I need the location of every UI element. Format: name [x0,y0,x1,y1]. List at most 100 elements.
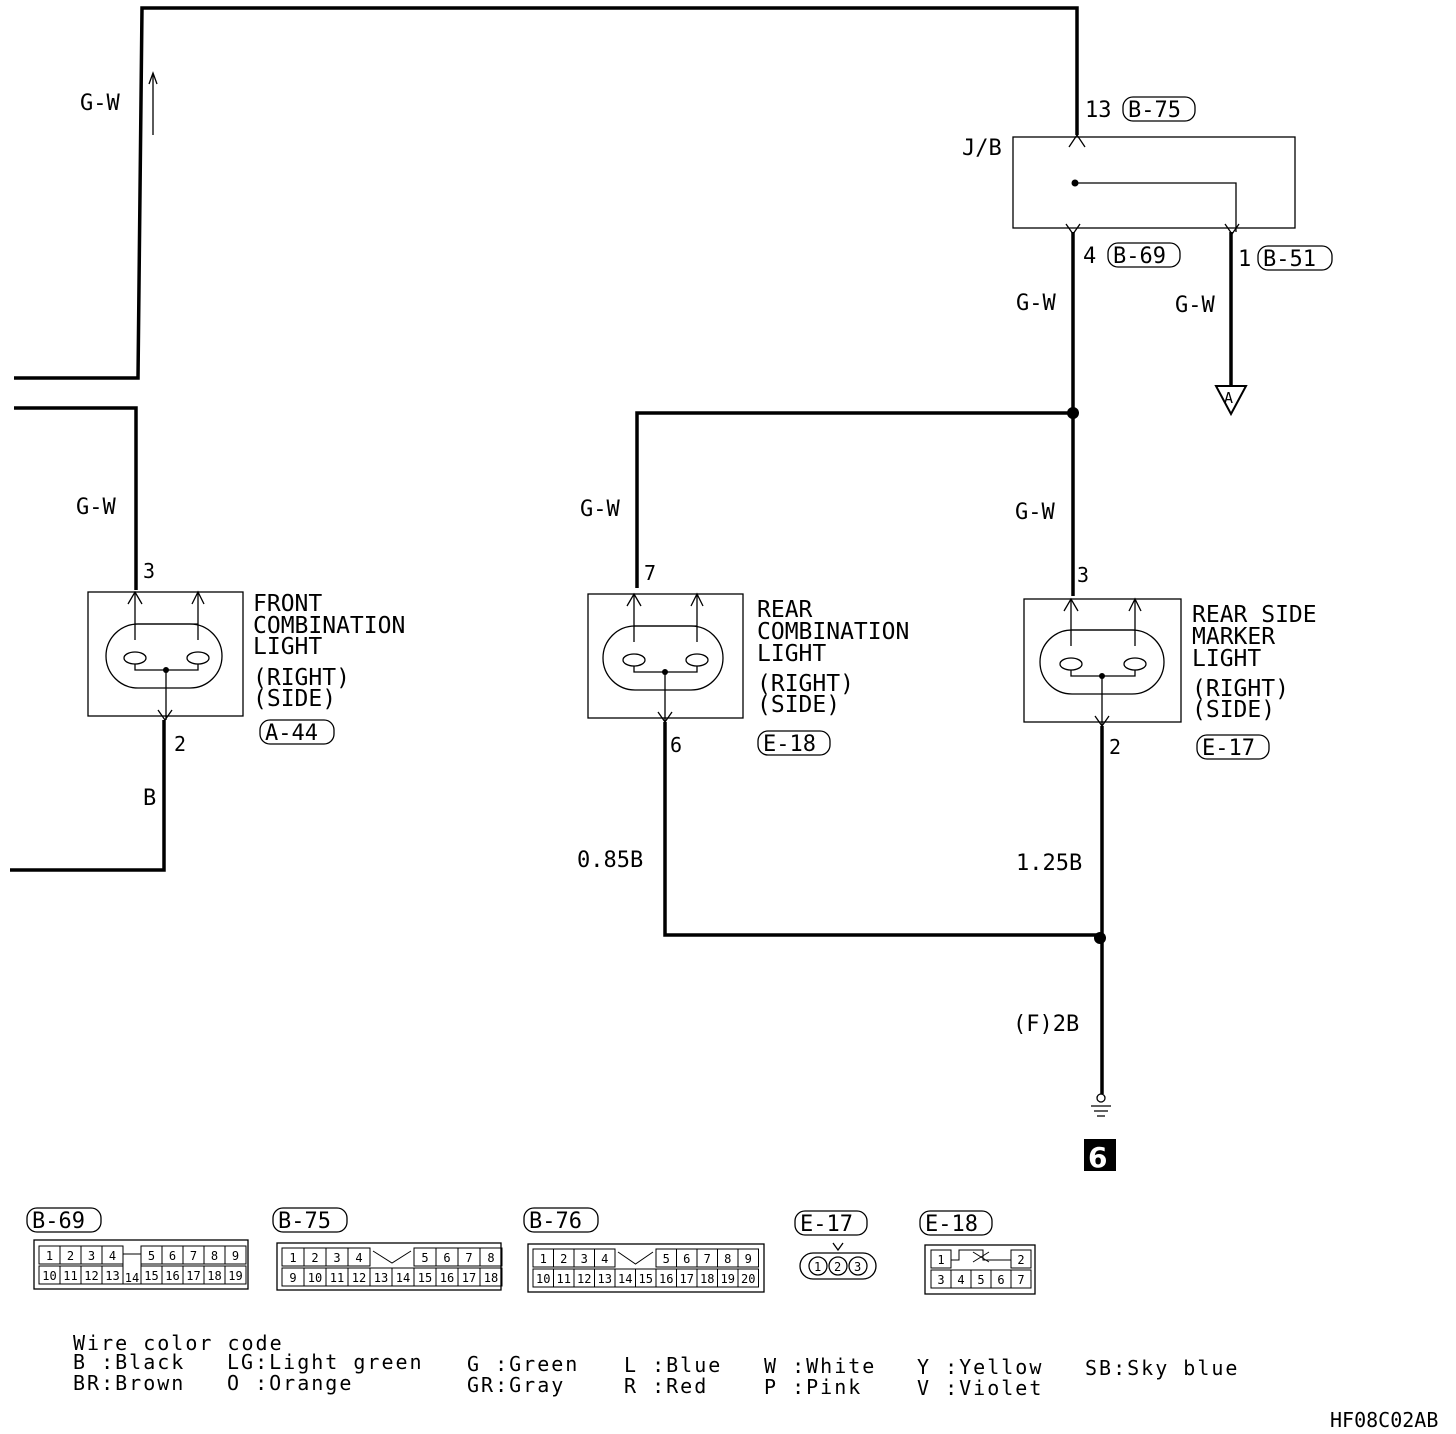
jb-conn-1: B-51 [1263,247,1316,272]
pin-b69: 1 [46,1249,53,1263]
pin-b75: 15 [418,1271,432,1285]
pin-b69: 18 [207,1269,221,1283]
wire-label-side-in: G-W [1015,500,1055,525]
pin-b75: 8 [487,1251,494,1265]
side-label-5: (SIDE) [1192,697,1275,723]
pin-b76: 16 [659,1272,673,1286]
wire-rear-ground [663,722,1100,937]
wire-rear-branch [635,411,1073,588]
wire-labels: G-W G-W B G-W G-W G-W G-W 0.85B 1.25B (F… [76,91,1215,1037]
front-pin-in: 3 [143,559,155,583]
jb-pin-1: 1 [1238,247,1251,272]
pin-b69: 13 [105,1269,119,1283]
pin-b69: 15 [144,1269,158,1283]
pin-b76: 14 [618,1272,632,1286]
pin-b69: 9 [232,1249,239,1263]
pin-b75: 10 [308,1271,322,1285]
side-label-1: REAR SIDE [1192,602,1317,628]
rear-label-5: (SIDE) [757,692,840,718]
pin-b76: 7 [704,1252,711,1266]
wire-color-legend: Wire color code B :Black BR:Brown LG:Lig… [73,1331,1237,1400]
pin-b69: 14 [125,1271,139,1285]
pin-b76: 1 [540,1252,547,1266]
pin-b75: 7 [465,1251,472,1265]
pin-b76: 5 [663,1252,670,1266]
wire-label-rear-in: G-W [580,497,620,522]
pin-b75: 12 [352,1271,366,1285]
front-label-5: (SIDE) [253,686,336,712]
pin-b76: 20 [741,1272,755,1286]
pin-b75: 6 [443,1251,450,1265]
pin-b75: 4 [355,1251,362,1265]
svg-text:B :Black: B :Black [73,1350,185,1374]
side-label-2: MARKER [1192,624,1275,650]
svg-text:P :Pink: P :Pink [764,1375,862,1399]
rear-pin-in: 7 [644,561,656,585]
svg-text:1: 1 [814,1260,821,1274]
wire-label-jb-out-1: G-W [1175,293,1215,318]
pin-b75: 17 [462,1271,476,1285]
pin-b69: 12 [84,1269,98,1283]
svg-text:B-69: B-69 [32,1209,85,1234]
pin-b75: 14 [396,1271,410,1285]
pin-e18: 3 [937,1273,944,1287]
connector-face-e17: E-17 1 2 3 [794,1210,877,1280]
pin-b76: 2 [560,1252,567,1266]
pin-b75: 3 [333,1251,340,1265]
svg-text:LG:Light green: LG:Light green [227,1350,424,1374]
side-pin-in: 3 [1077,563,1089,587]
ground-number: 6 [1088,1141,1107,1174]
front-pin-out: 2 [174,732,186,756]
splice-lower [1094,932,1106,944]
wire-label-front-out: B [143,786,156,811]
pin-b75: 11 [330,1271,344,1285]
pin-e18: 7 [1017,1273,1024,1287]
pin-e18: 2 [1017,1253,1024,1267]
rear-combination-light: 7 6 REAR COMBINATION LIGHT (RIGHT) (SIDE… [587,561,909,757]
pin-b76: 4 [601,1252,608,1266]
svg-text:B-76: B-76 [529,1209,582,1234]
wire-label-top-left: G-W [80,91,120,116]
wire-front-ground [10,720,166,872]
pin-b69: 16 [165,1269,179,1283]
svg-text:3: 3 [854,1260,861,1274]
rear-connector: E-18 [763,732,816,757]
svg-text:L :Blue: L :Blue [624,1353,722,1377]
svg-text:B-75: B-75 [278,1209,331,1234]
pin-e18: 1 [937,1253,944,1267]
splice-upper [1067,407,1079,419]
pin-b76: 10 [536,1272,550,1286]
svg-text:2: 2 [834,1260,841,1274]
front-connector: A-44 [265,721,318,746]
jb-pin-4: 4 [1083,244,1096,269]
pin-b75: 18 [484,1271,498,1285]
pin-b75: 13 [374,1271,388,1285]
pin-b69: 4 [109,1249,116,1263]
side-label-3: LIGHT [1192,646,1261,672]
pin-e18: 6 [997,1273,1004,1287]
pin-b69: 10 [42,1269,56,1283]
pin-b76: 13 [598,1272,612,1286]
wire-label-jb-out-4: G-W [1016,291,1056,316]
junction-block: J/B 13 B-75 4 B-69 1 B-51 [962,96,1333,272]
wire-top-loop [14,6,1079,380]
pin-b69: 19 [228,1269,242,1283]
ground-symbol: 6 [1084,1093,1116,1174]
wire-label-front-in: G-W [76,495,116,520]
side-connector: E-17 [1202,736,1255,761]
pin-b76: 8 [724,1252,731,1266]
svg-text:E-18: E-18 [925,1212,978,1237]
pin-b76: 6 [683,1252,690,1266]
svg-text:Y :Yellow: Y :Yellow [917,1355,1043,1379]
pin-b76: 19 [721,1272,735,1286]
ground-number-box [1084,1139,1116,1171]
pin-b76: 11 [557,1272,571,1286]
pin-b69: 3 [88,1249,95,1263]
pin-e18: 5 [977,1273,984,1287]
svg-text:R :Red: R :Red [624,1374,708,1398]
front-label-3: LIGHT [253,634,322,660]
